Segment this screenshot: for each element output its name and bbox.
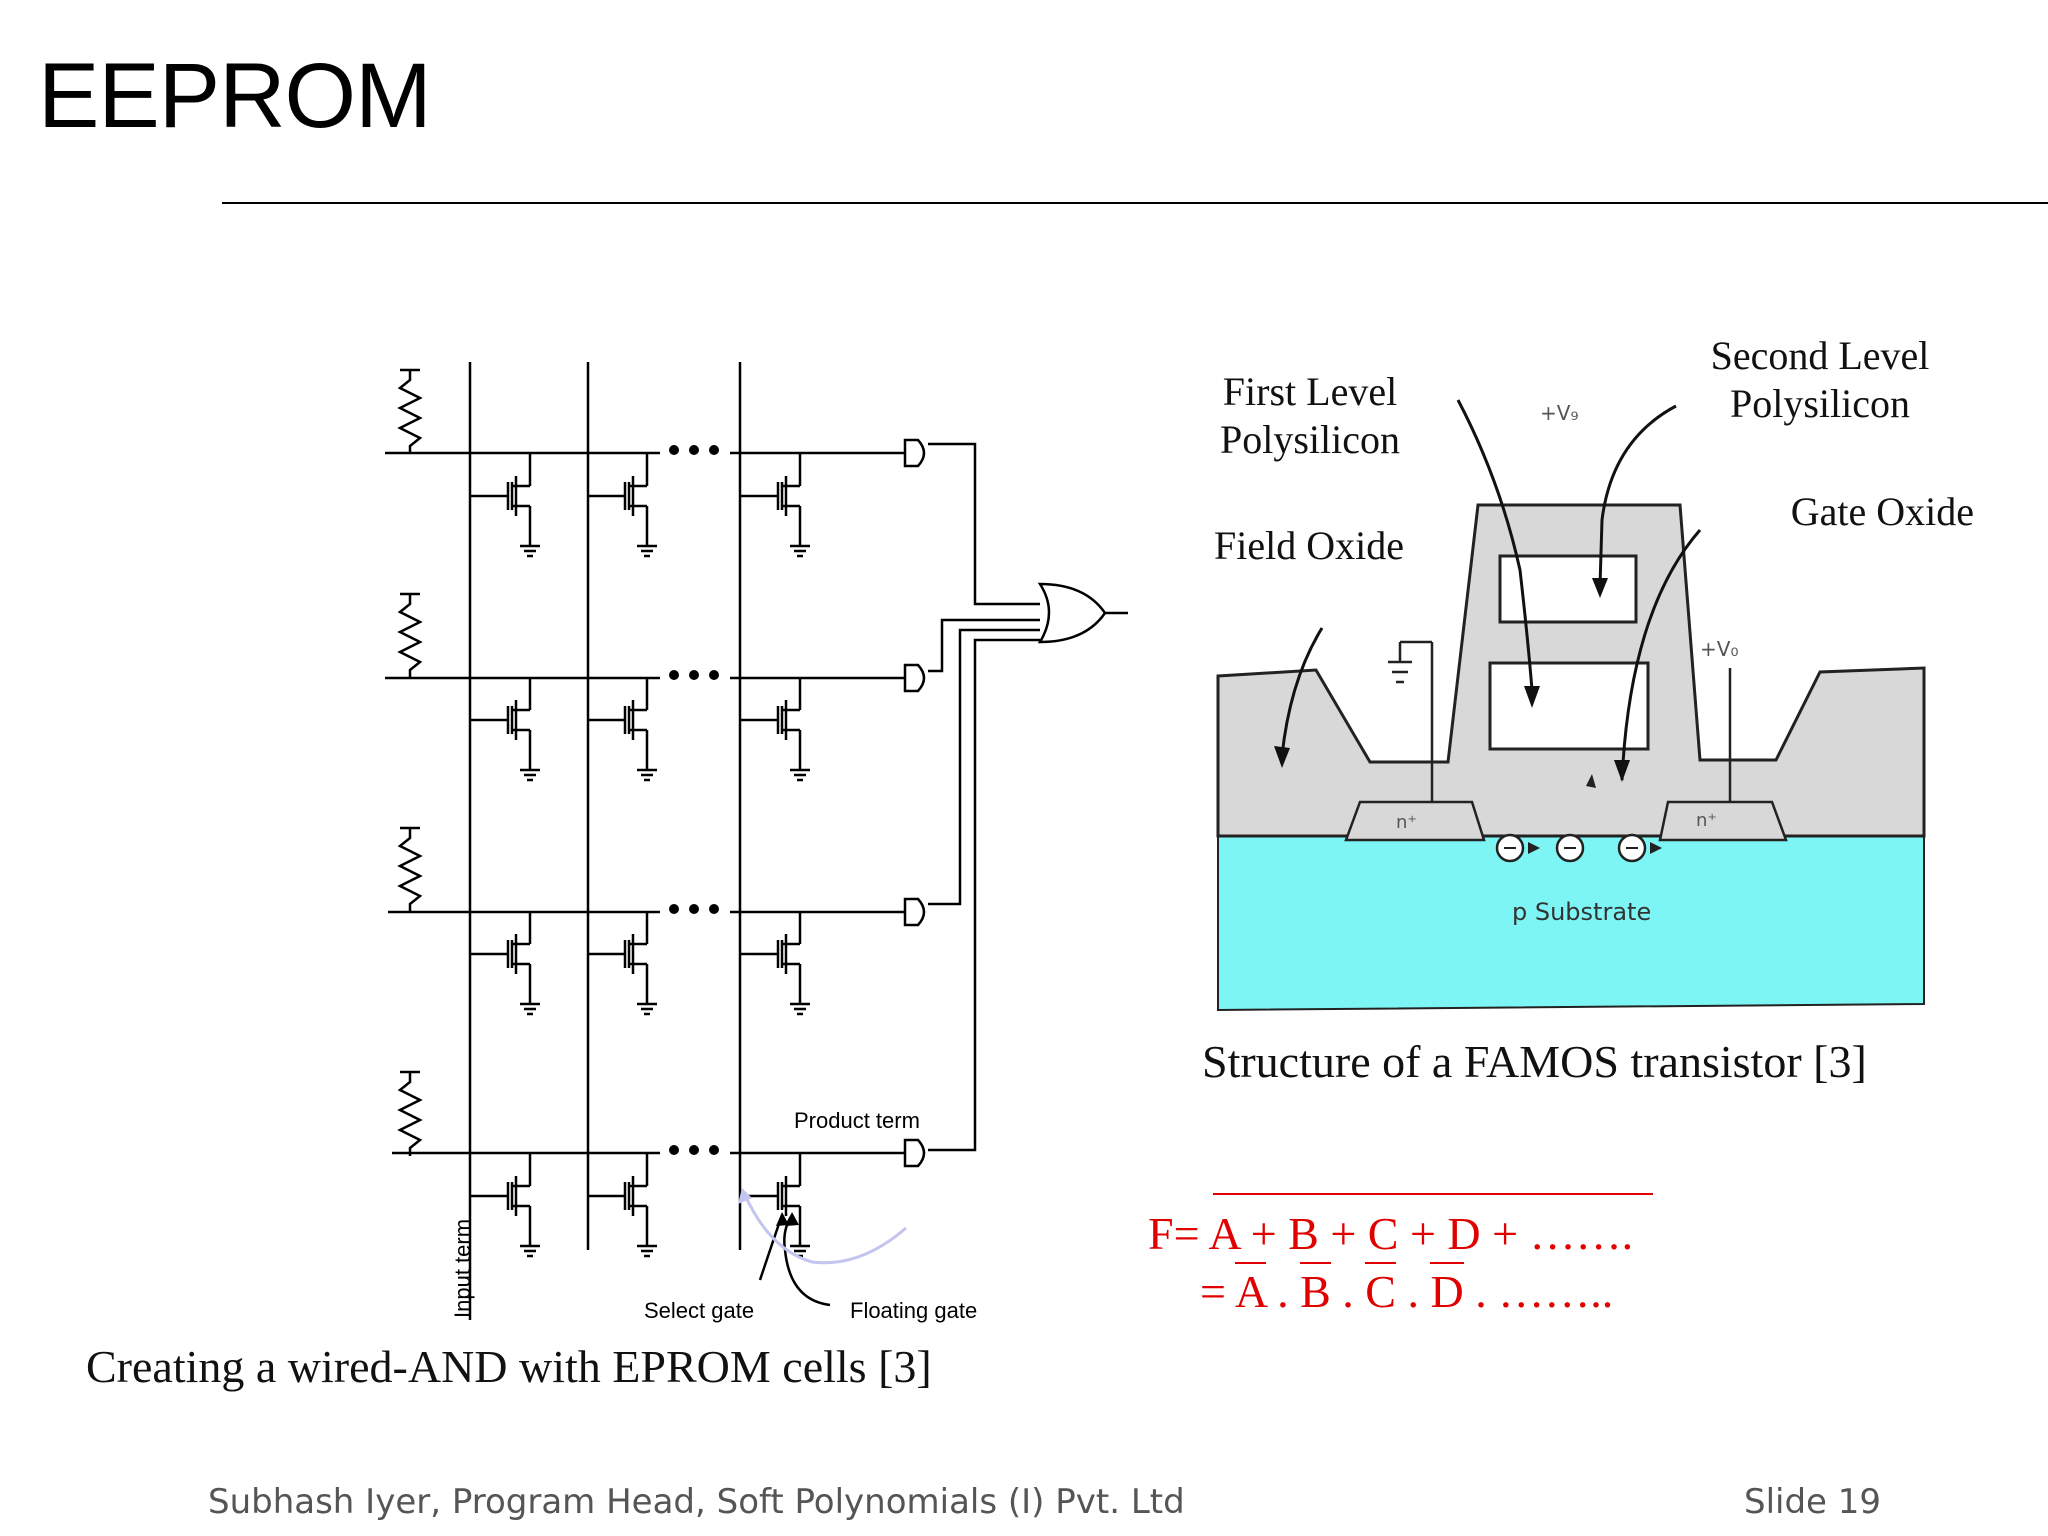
formula-line-2-t5: . bbox=[1407, 1266, 1419, 1317]
product-term-label: Product term bbox=[794, 1108, 920, 1133]
formula-line-1-t2: B bbox=[1288, 1208, 1319, 1259]
floating-gate-label: Floating gate bbox=[850, 1298, 977, 1323]
circuit-caption: Creating a wired-AND with EPROM cells [3… bbox=[86, 1341, 932, 1392]
ellipsis-dots bbox=[669, 445, 719, 1155]
formula-line-2-t3: . bbox=[1342, 1266, 1354, 1317]
input-term-label: Input term bbox=[450, 1219, 475, 1318]
formula-line-2: = A . B . C . D . …….. bbox=[1148, 1262, 1633, 1321]
resistor-4 bbox=[397, 1070, 423, 1156]
slide-number: Slide 19 bbox=[1744, 1482, 1882, 1522]
formula-line-1-t1: + bbox=[1250, 1208, 1277, 1259]
resistor-3 bbox=[397, 826, 423, 912]
formula-line-2-t4: C bbox=[1365, 1262, 1396, 1317]
gate-connections bbox=[470, 494, 756, 1198]
formula-line-2-t7: . bbox=[1475, 1266, 1487, 1317]
n-plus-right bbox=[1658, 800, 1788, 842]
formula-line-1-t8: ……. bbox=[1529, 1208, 1634, 1259]
resistor-2 bbox=[397, 592, 423, 678]
annotation-arrowhead bbox=[738, 1188, 752, 1204]
formula-line-2-t2: B bbox=[1300, 1262, 1331, 1317]
famos-caption: Structure of a FAMOS transistor [3] bbox=[1202, 1036, 1867, 1087]
select-gate-label: Select gate bbox=[644, 1298, 754, 1323]
vg-label: +V₉ bbox=[1540, 401, 1578, 425]
formula-line-1-t5: + bbox=[1409, 1208, 1436, 1259]
substrate-label: p Substrate bbox=[1512, 898, 1651, 926]
formula-line-2-t1: . bbox=[1277, 1266, 1289, 1317]
gate-oxide-label: Gate Oxide bbox=[1790, 489, 1974, 534]
n-plus-right-label: n⁺ bbox=[1696, 810, 1717, 831]
select-gate-arrowhead bbox=[776, 1212, 789, 1226]
formula-line-2-prefix: = bbox=[1200, 1266, 1235, 1317]
formula-line-1-t7: + bbox=[1492, 1208, 1519, 1259]
slide-title: EEPROM bbox=[38, 45, 432, 147]
annotation-stroke bbox=[743, 1194, 907, 1265]
formula-overbar bbox=[1213, 1193, 1653, 1195]
title-rule bbox=[222, 202, 2048, 204]
resistor-1 bbox=[397, 368, 423, 452]
formula-line-2-t0: A bbox=[1234, 1262, 1266, 1317]
circuit-drawing bbox=[385, 362, 1128, 1320]
floating-gate-arrowhead bbox=[786, 1212, 799, 1226]
formula-line-1-t0: A bbox=[1208, 1208, 1240, 1259]
formula-line-2-t6: D bbox=[1430, 1262, 1464, 1317]
label-pointers bbox=[1280, 399, 1702, 781]
formula-line-2-t8: …….. bbox=[1498, 1266, 1614, 1317]
first-level-poly bbox=[1488, 661, 1650, 751]
formula-line-1-t3: + bbox=[1330, 1208, 1357, 1259]
formula-line-1: F= A + B + C + D + ……. bbox=[1148, 1205, 1633, 1263]
n-plus-left-label: n⁺ bbox=[1396, 812, 1417, 833]
field-oxide-label: Field Oxide bbox=[1214, 523, 1404, 568]
boolean-formula: F= A + B + C + D + ……. = A . B . C . D .… bbox=[1148, 1193, 1653, 1321]
formula-line-1-t4: C bbox=[1367, 1208, 1399, 1259]
n-plus-left bbox=[1344, 800, 1486, 842]
second-level-poly-label: Second Level Polysilicon bbox=[1710, 333, 1930, 426]
electron-arrows bbox=[1528, 774, 1662, 854]
label-arrowheads bbox=[1274, 578, 1630, 782]
footer-author: Subhash Iyer, Program Head, Soft Polynom… bbox=[208, 1482, 1185, 1522]
formula-line-1-prefix: F= bbox=[1148, 1208, 1209, 1259]
first-level-poly-label: First Level Polysilicon bbox=[1219, 369, 1401, 462]
formula-line-1-t6: D bbox=[1447, 1208, 1481, 1259]
terminals bbox=[1388, 640, 1732, 802]
vd-label: +V₀ bbox=[1700, 637, 1738, 661]
